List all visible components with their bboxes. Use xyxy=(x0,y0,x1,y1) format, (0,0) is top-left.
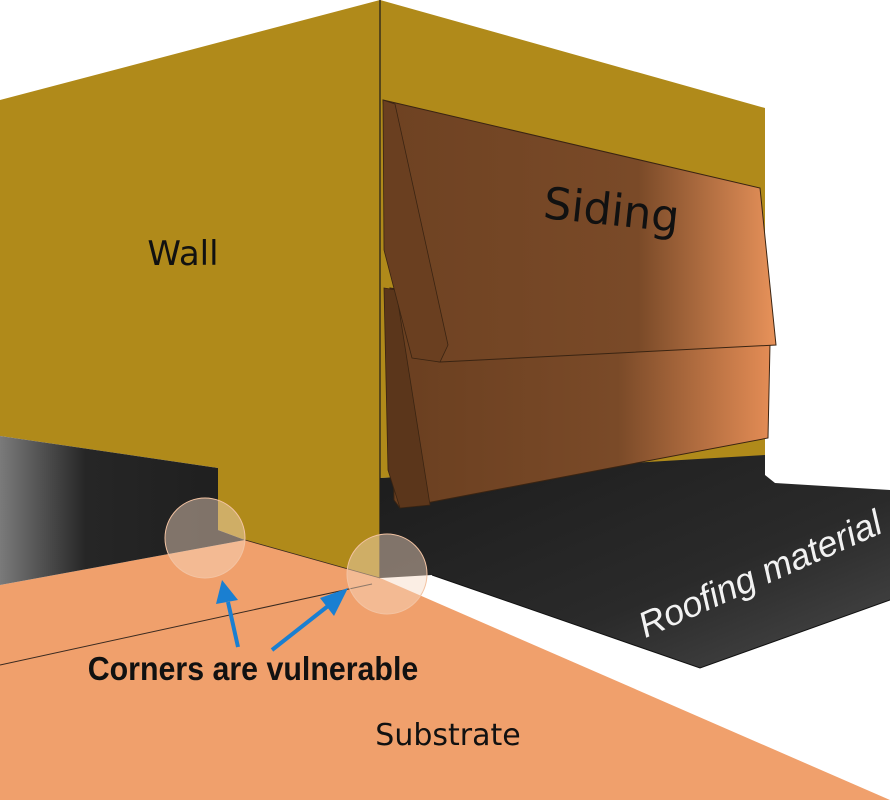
left-wall xyxy=(0,0,380,578)
siding-board-upper-edge xyxy=(382,99,449,363)
corners-vulnerable-label: Corners are vulnerable xyxy=(88,650,419,687)
vulnerable-corner-circle-right xyxy=(346,533,428,615)
right-roofing-membrane xyxy=(380,455,890,668)
arrow-right xyxy=(270,588,348,652)
substrate-surface xyxy=(0,540,890,800)
arrow-left xyxy=(216,580,240,648)
roofing-edge-line xyxy=(431,574,890,669)
substrate-label: Substrate xyxy=(375,718,520,753)
substrate-seam-line xyxy=(0,583,373,666)
siding-boards xyxy=(382,99,777,509)
vulnerable-corner-circle-left xyxy=(164,497,246,579)
left-roofing-upturn xyxy=(0,436,245,585)
wall-label: Wall xyxy=(147,234,218,274)
left-floor-edge xyxy=(244,539,381,579)
